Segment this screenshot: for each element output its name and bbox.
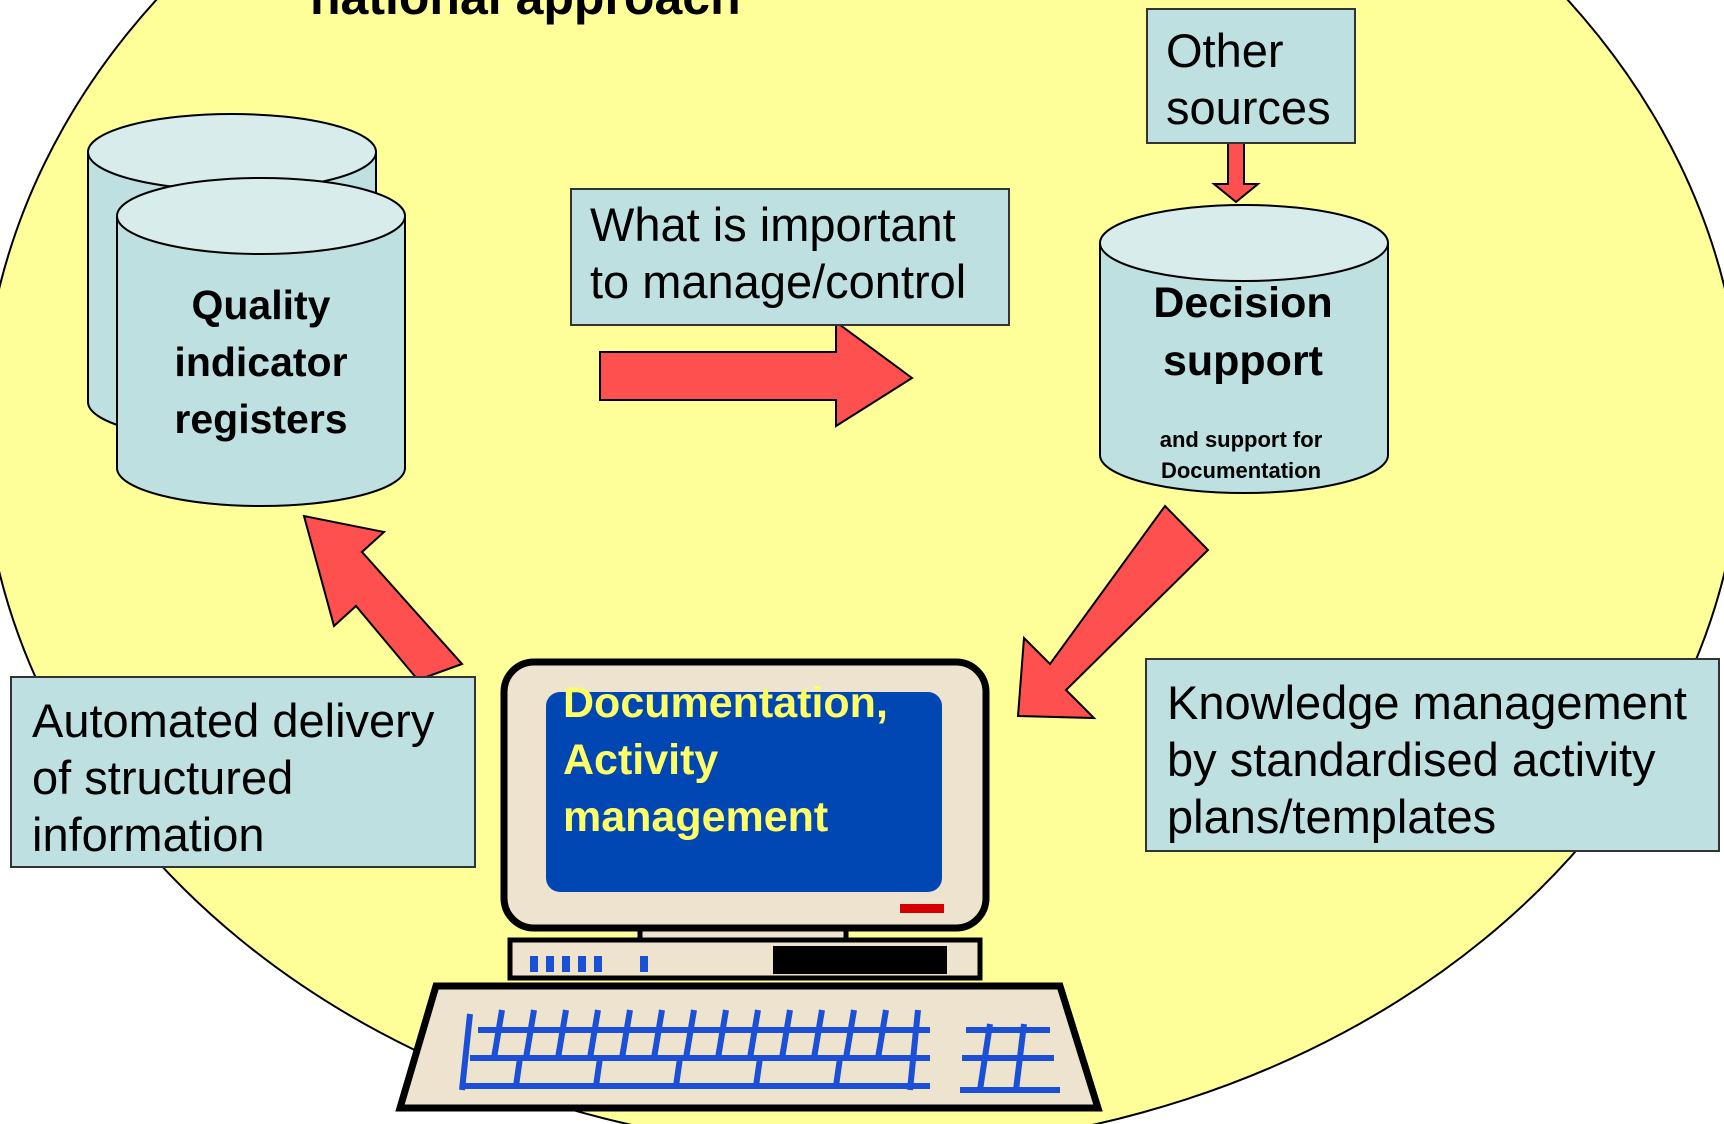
arrow-sources-to-decision: [1211, 141, 1261, 204]
arrow-registers-to-decision: [599, 320, 914, 428]
computer: [395, 658, 1103, 1112]
automated-label: Automated delivery of structured informa…: [10, 676, 476, 868]
arrow-computer-to-registers: [302, 514, 464, 682]
registers-label: Quality indicator registers: [174, 282, 348, 442]
screen-label: Documentation, Activity management: [563, 679, 888, 841]
power-light: [900, 904, 944, 913]
register-cylinder-front: [116, 177, 406, 507]
monitor-screen: [546, 692, 942, 892]
decision-sublabel: and support for Documentation: [1159, 427, 1323, 483]
arrow-decision-to-computer: [1016, 504, 1210, 720]
decision-label: Decision support: [1153, 279, 1333, 385]
other-sources-label: Other sources: [1146, 8, 1356, 144]
knowledge-label: Knowledge management by standardised act…: [1145, 658, 1720, 852]
manage-label: What is important to manage/control: [570, 188, 1010, 326]
decision-cylinder: [1099, 204, 1389, 494]
diagram-title: national approach: [310, 0, 741, 26]
